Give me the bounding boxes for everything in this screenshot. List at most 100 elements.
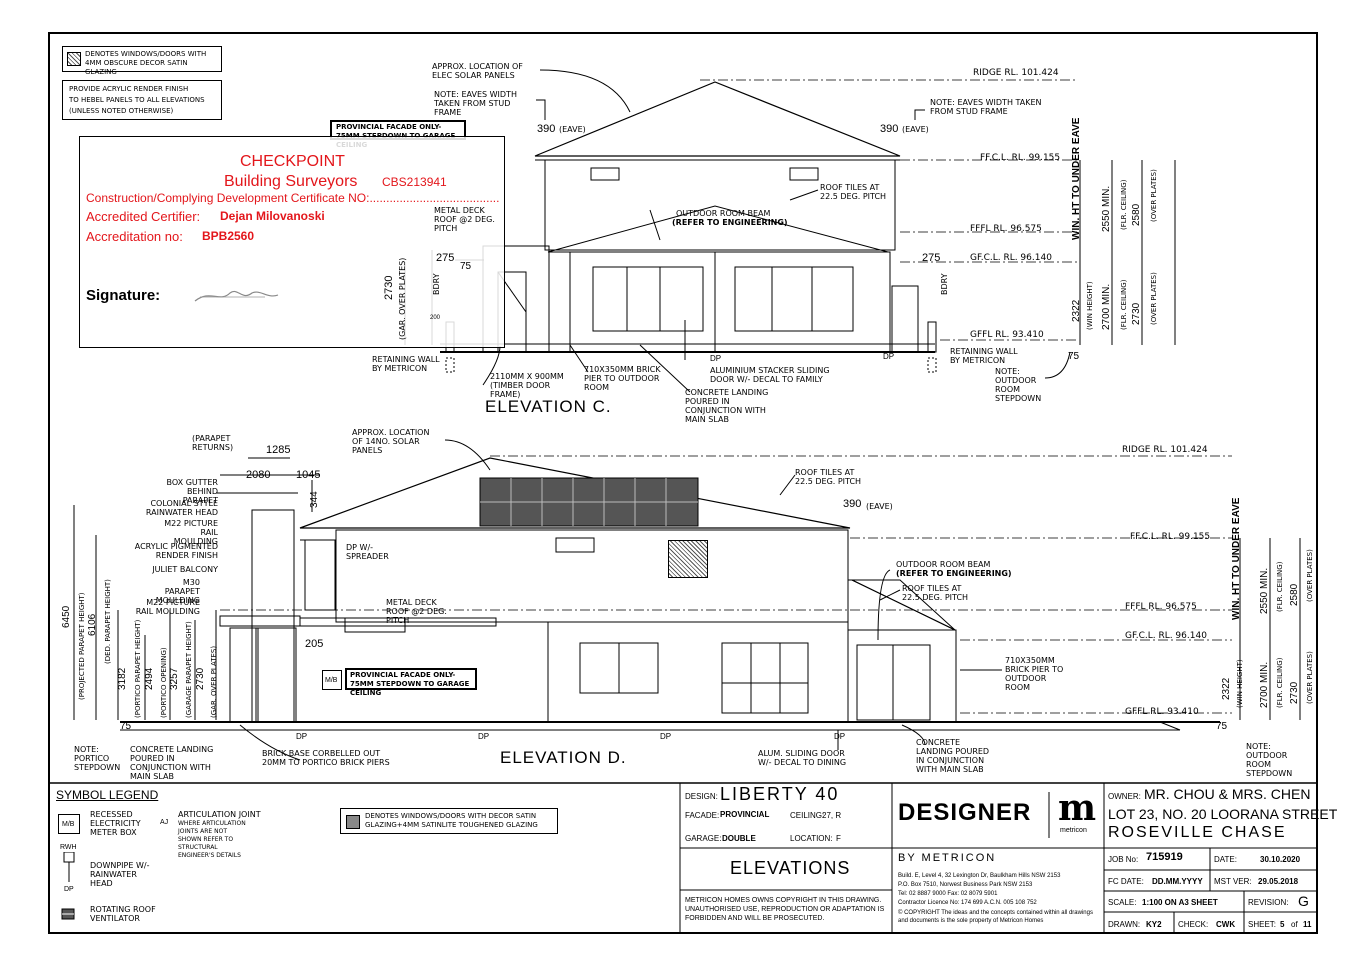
obscure-note: DENOTES WINDOWS/DOORS WITH 4MM OBSCURE D… xyxy=(62,46,222,76)
c-2322: 2322 xyxy=(1071,299,1082,322)
tb-garage-label: GARAGE: xyxy=(685,834,722,843)
stamp-signature-label: Signature: xyxy=(86,287,161,304)
d-6450-note: (PROJECTED PARAPET HEIGHT) xyxy=(78,592,86,700)
tb-design: LIBERTY 40 xyxy=(720,784,840,804)
c-roof-tiles: ROOF TILES AT 22.5 DEG. PITCH xyxy=(820,183,887,201)
stamp-accno-label: Accreditation no: xyxy=(86,229,183,244)
tb-facade-label: FACADE: xyxy=(685,811,720,820)
d-6106: 6106 xyxy=(87,613,98,636)
tb-sheet-label: SHEET: xyxy=(1248,920,1277,929)
d-dp-spreader: DP W/- SPREADER xyxy=(346,543,389,561)
tb-sheet: 5 xyxy=(1280,920,1285,929)
tb-logo-sub: metricon xyxy=(1060,827,1087,834)
c-dim-75: 75 xyxy=(460,261,472,272)
stamp-accno: BPB2560 xyxy=(202,229,255,243)
d-3257-note: (GARAGE PARAPET HEIGHT) xyxy=(185,621,193,718)
tb-brand: DESIGNER xyxy=(898,799,1032,826)
c-bdry-left: BDRY xyxy=(432,273,441,295)
tb-design-label: DESIGN: xyxy=(685,792,718,801)
d-acrylic: ACRYLIC PIGMENTED RENDER FINISH xyxy=(134,542,218,560)
c-ridge-rl: RIDGE RL. 101.424 xyxy=(973,68,1059,78)
tb-suburb: ROSEVILLE CHASE xyxy=(1108,824,1287,841)
tb-date: 30.10.2020 xyxy=(1260,855,1301,864)
d-1045: 1045 xyxy=(296,469,321,481)
tb-of: of xyxy=(1291,920,1298,929)
d-2080: 2080 xyxy=(246,469,271,481)
c-eave-right: 390 xyxy=(880,123,899,135)
d-1285: 1285 xyxy=(266,444,291,456)
d-rainwater: COLONIAL STYLE RAINWATER HEAD xyxy=(145,499,218,517)
d-2322: 2322 xyxy=(1221,677,1232,700)
tb-job: 715919 xyxy=(1146,851,1183,863)
c-landing-note: CONCRETE LANDING POURED IN CONJUNCTION W… xyxy=(685,388,769,424)
tb-job-label: JOB No: xyxy=(1108,855,1139,864)
legend-dp: DP xyxy=(64,886,74,893)
tb-location-label: LOCATION: xyxy=(790,834,833,843)
obscure-note-text: DENOTES WINDOWS/DOORS WITH 4MM OBSCURE D… xyxy=(85,50,207,76)
stamp-certifier: Dejan Milovanoski xyxy=(220,209,325,223)
c-pier-note: 710X350MM BRICK PIER TO OUTDOOR ROOM xyxy=(584,365,661,392)
d-2322-note: (WIN HEIGHT) xyxy=(1236,659,1244,708)
tb-scale: 1:100 ON A3 SHEET xyxy=(1142,898,1218,907)
tb-drawn: KY2 xyxy=(1146,920,1162,929)
c-stepdown-note: NOTE: OUTDOOR ROOM STEPDOWN xyxy=(995,367,1042,403)
c-ffcl-rl: FF.C.L. RL. 99.155 xyxy=(980,153,1061,163)
c-gffl-rl: GFFL RL. 93.410 xyxy=(970,330,1044,340)
d-2700: 2700 MIN. xyxy=(1259,661,1270,708)
legend-artic-note: WHERE ARTICULATION JOINTS ARE NOT SHOWN … xyxy=(178,820,246,859)
c-2730r: 2730 xyxy=(1131,302,1142,325)
tb-addr4: Contractor Licence No: 174 699 A.C.N. 00… xyxy=(898,900,1037,906)
c-door-note: 2110MM X 900MM (TIMBER DOOR FRAME) xyxy=(490,372,564,399)
d-m30: M30 PARAPET MOULDING xyxy=(155,578,200,605)
c-2700-note: (FLR. CEILING) xyxy=(1120,279,1128,330)
c-beam2: (REFER TO ENGINEERING) xyxy=(672,218,788,227)
d-brick-note: BRICK BASE CORBELLED OUT 20MM TO PORTICO… xyxy=(262,749,390,767)
c-dp-2: DP xyxy=(883,352,895,361)
d-6450: 6450 xyxy=(61,605,72,628)
c-beam: OUTDOOR ROOM BEAM xyxy=(676,209,771,218)
d-landing2-note: CONCRETE LANDING POURED IN CONJUNCTION W… xyxy=(916,738,990,774)
d-eave: 390 xyxy=(843,498,862,510)
c-fffl-rl: FFFL RL. 96.575 xyxy=(970,224,1042,234)
tb-logo: m xyxy=(1058,787,1097,829)
d-parapet-note: (PARAPET RETURNS) xyxy=(192,434,234,452)
drawing-sheet xyxy=(48,32,1318,934)
legend-artic: ARTICULATION JOINT xyxy=(178,810,261,819)
tb-copyright: METRICON HOMES OWNS COPYRIGHT IN THIS DR… xyxy=(685,897,885,922)
c-eave-right-txt: (EAVE) xyxy=(902,125,929,134)
d-3182-note: (PORTICO PARAPET HEIGHT) xyxy=(134,619,142,718)
signature-scribble-icon xyxy=(194,290,279,302)
d-2730r-note: (OVER PLATES) xyxy=(1306,651,1314,704)
legend-downpipe: DOWNPIPE W/- RAINWATER HEAD xyxy=(90,861,150,888)
stamp-code: CBS213941 xyxy=(382,175,447,189)
d-juliet: JULIET BALCONY xyxy=(152,565,218,574)
legend-mb-symbol: M/B xyxy=(58,814,80,834)
tb-drawn-label: DRAWN: xyxy=(1108,920,1141,929)
d-344: 344 xyxy=(309,491,320,508)
d-2730-note: (GAR. OVER PLATES) xyxy=(210,645,218,718)
c-eave-left-txt: (EAVE) xyxy=(559,125,586,134)
d-roof-tiles: ROOF TILES AT 22.5 DEG. PITCH xyxy=(795,468,862,486)
downpipe-icon xyxy=(63,852,75,882)
d-pier-note: 710X350MM BRICK PIER TO OUTDOOR ROOM xyxy=(1005,656,1064,692)
d-metal-deck: METAL DECK ROOF @2 DEG. PITCH xyxy=(386,598,447,625)
tb-check-label: CHECK: xyxy=(1178,920,1209,929)
d-205: 205 xyxy=(305,638,324,650)
d-gfcl-rl: GF.C.L. RL. 96.140 xyxy=(1125,631,1207,641)
c-gfcl-rl: GF.C.L. RL. 96.140 xyxy=(970,253,1052,263)
d-win-ht: WIN. HT TO UNDER EAVE xyxy=(1231,497,1242,620)
d-portico-note: NOTE: PORTICO STEPDOWN xyxy=(74,745,121,772)
legend-vent: ROTATING ROOF VENTILATOR xyxy=(90,905,156,923)
tb-fc-label: FC DATE: xyxy=(1108,877,1144,886)
d-fffl-rl: FFFL RL. 96.575 xyxy=(1125,602,1197,612)
c-eaves-left: NOTE: EAVES WIDTH TAKEN FROM STUD FRAME xyxy=(434,90,517,117)
c-dim-2730: 2730 xyxy=(383,275,395,300)
d-gffl-rl: GFFL RL. 93.410 xyxy=(1125,707,1199,717)
tb-mst-label: MST VER: xyxy=(1214,877,1252,886)
d-ffcl-rl: FF.C.L. RL. 99.155 xyxy=(1130,532,1211,542)
stamp-title2: Building Surveyors xyxy=(224,173,358,190)
hatch-swatch xyxy=(67,52,81,66)
c-dp-1: DP xyxy=(710,354,722,363)
c-bdry-right: BDRY xyxy=(940,273,949,295)
d-provincial-text: PROVINCIAL FACADE ONLY-75MM STEPDOWN TO … xyxy=(350,671,470,697)
